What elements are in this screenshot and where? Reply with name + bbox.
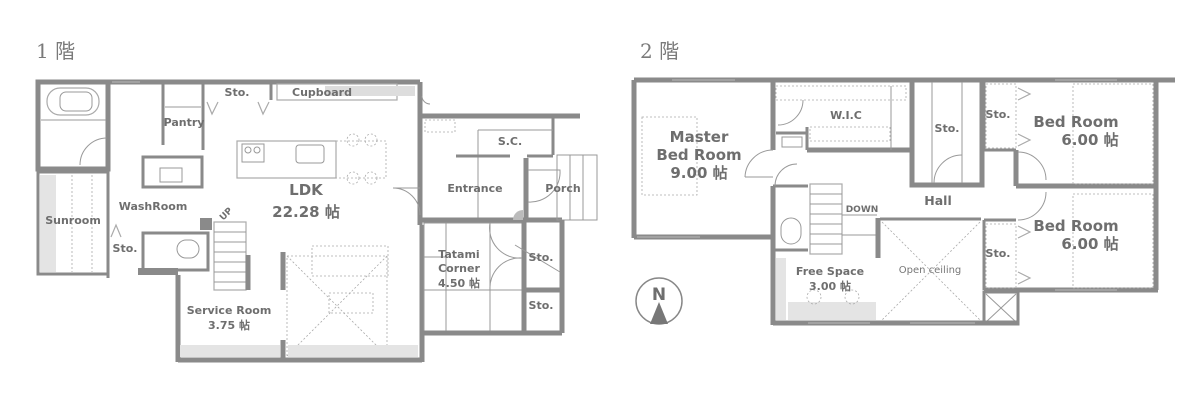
up-label: UP <box>218 206 235 223</box>
free-space: Free Space 3.00 帖 <box>773 258 1018 326</box>
entrance: S.C. Entrance <box>422 113 580 223</box>
sto-bed2-label: Sto. <box>986 247 1011 260</box>
living-area <box>286 225 425 362</box>
free-space-size: 3.00 帖 <box>809 279 851 293</box>
bedroom-2: Sto. Bed Room 6.00 帖 <box>982 191 1158 326</box>
washbasin-icon-2f <box>781 136 803 148</box>
compass: N <box>635 277 683 325</box>
porch-label: Porch <box>545 182 580 195</box>
sto-wash-label: Sto. <box>113 242 138 255</box>
cupboard-label: Cupboard <box>292 86 352 99</box>
walk-in-closet: W.I.C <box>775 85 910 153</box>
wic-label: W.I.C <box>830 109 862 122</box>
toilet-icon <box>176 239 200 259</box>
hall-label: Hall <box>924 193 951 208</box>
storage-center: Sto. <box>909 77 985 188</box>
master-size: 9.00 帖 <box>670 164 727 182</box>
floor-1: 1 階 Pantry Sto. Cu <box>35 39 598 363</box>
master-label-2: Bed Room <box>656 146 741 164</box>
pantry-label: Pantry <box>164 116 205 129</box>
tatami-size: 4.50 帖 <box>438 276 480 290</box>
sofa-icon <box>311 245 389 277</box>
service-room: Service Room 3.75 帖 <box>175 252 422 363</box>
sink-icon <box>295 144 325 164</box>
washbasin-icon <box>159 167 183 183</box>
sunroom-label: Sunroom <box>45 214 101 227</box>
free-space-label: Free Space <box>796 265 864 278</box>
down-label: DOWN <box>846 205 879 215</box>
porch: Porch <box>527 154 598 221</box>
storage-top: Sto. <box>206 82 273 116</box>
bedroom-1: Sto. Bed Room 6.00 帖 <box>982 80 1159 290</box>
bed1-label: Bed Room <box>1033 113 1118 131</box>
kitchen-island <box>236 133 387 185</box>
washroom: WashRoom Sto. <box>106 82 204 278</box>
service-room-label: Service Room <box>187 304 272 317</box>
sto-tatami-1-label: Sto. <box>529 251 554 264</box>
sto-top-label: Sto. <box>225 86 250 99</box>
bathtub-icon <box>59 91 93 112</box>
ldk-size: 22.28 帖 <box>272 203 340 221</box>
bed2-label: Bed Room <box>1033 217 1118 235</box>
open-ceiling: Open ceiling <box>881 221 981 321</box>
washroom-label: WashRoom <box>119 200 188 213</box>
entrance-label: Entrance <box>447 182 502 195</box>
pantry: Pantry <box>161 82 205 150</box>
stove-icon <box>241 143 265 163</box>
bed1-size: 6.00 帖 <box>1061 131 1118 149</box>
compass-n-label: N <box>652 285 666 305</box>
open-ceiling-label: Open ceiling <box>899 265 962 276</box>
tatami-corner: Tatami Corner 4.50 帖 Sto. Sto. <box>422 220 565 336</box>
sunroom: Sunroom <box>36 170 110 276</box>
toilet-2f <box>773 163 808 252</box>
bathroom <box>35 79 111 172</box>
master-label-1: Master <box>670 128 729 146</box>
sto-tatami-2-label: Sto. <box>529 299 554 312</box>
toilet-1f <box>138 231 210 275</box>
toilet-icon-2f <box>780 217 802 245</box>
floor-2: 2 階 Master Bed Room 9.00 帖 <box>631 39 1175 326</box>
tatami-label-1: Tatami <box>438 248 479 261</box>
table-icon <box>328 292 374 314</box>
floor-1-title: 1 階 <box>36 39 75 63</box>
ldk-label: LDK <box>289 181 324 199</box>
sto-bed1-label: Sto. <box>986 108 1011 121</box>
tatami-label-2: Corner <box>438 262 480 275</box>
service-room-size: 3.75 帖 <box>208 318 250 332</box>
stairs-2f: DOWN <box>809 183 881 258</box>
master-bedroom: Master Bed Room 9.00 帖 <box>631 80 776 325</box>
cupboard: Cupboard <box>276 83 415 101</box>
sc-label: S.C. <box>498 135 522 148</box>
floor-2-title: 2 階 <box>640 39 679 63</box>
bed2-size: 6.00 帖 <box>1061 235 1118 253</box>
hall: Hall <box>880 193 981 221</box>
north-arrow-icon <box>650 302 668 324</box>
sto-center-label: Sto. <box>935 122 960 135</box>
